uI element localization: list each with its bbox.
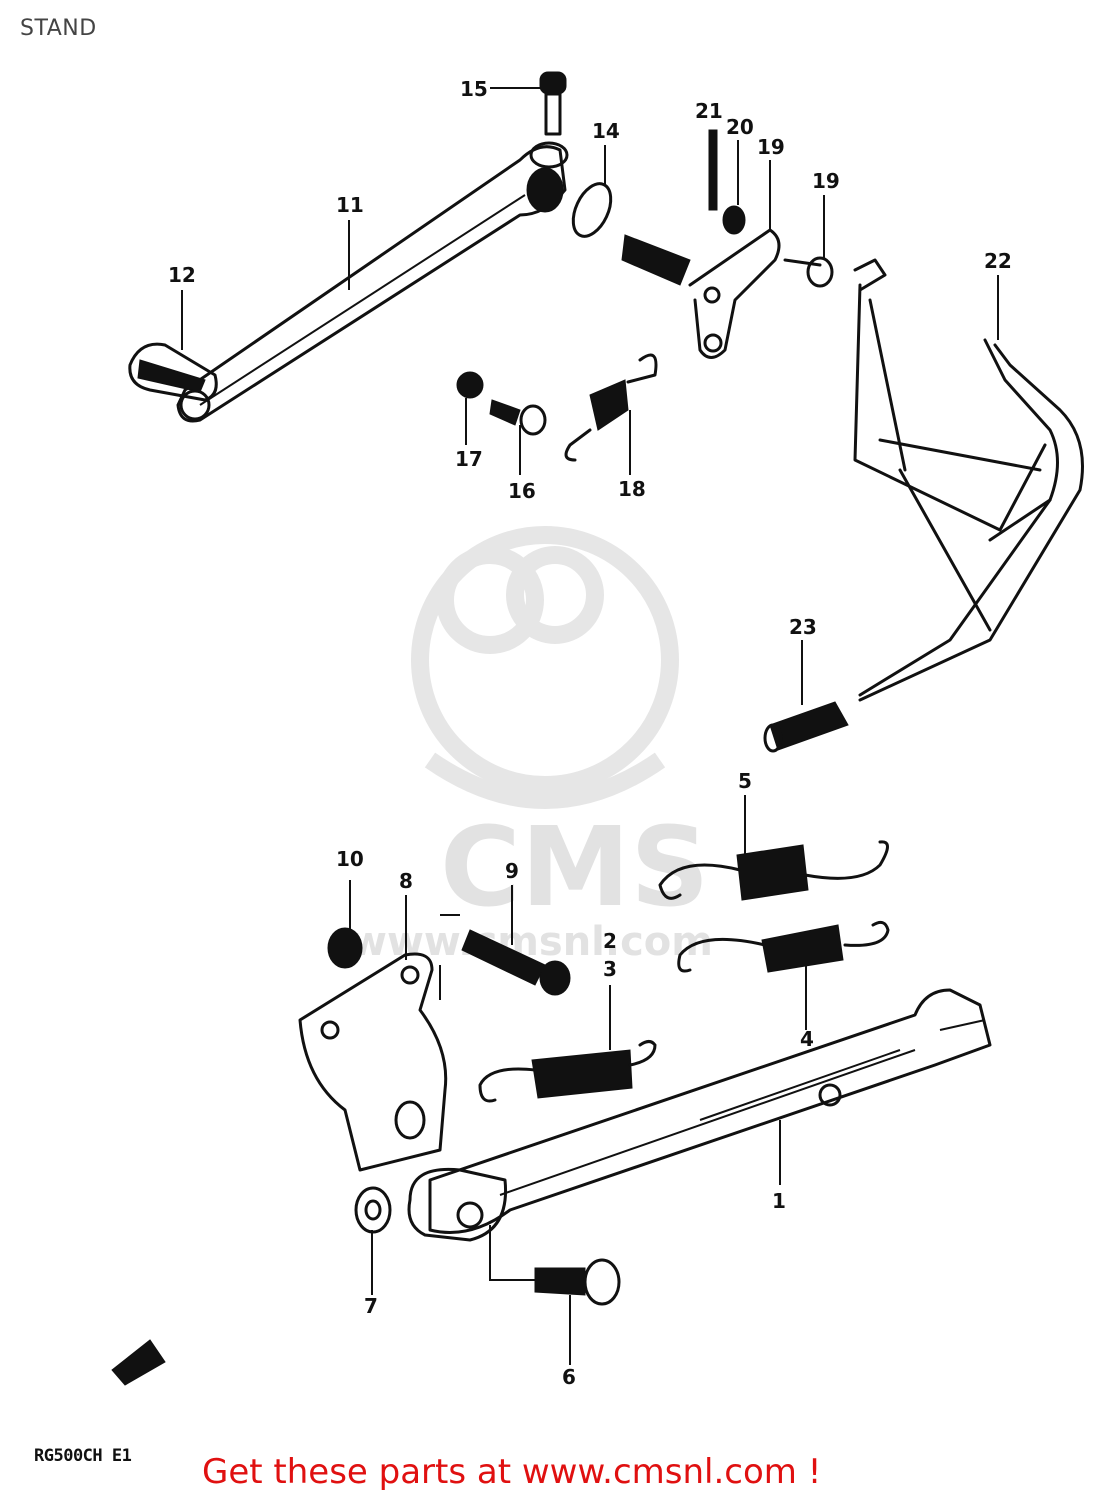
pivot-bolt [489, 1225, 621, 1306]
bracket-nut [327, 927, 363, 969]
watermark-url: www.cmsnl.com [350, 919, 713, 965]
watermark-brand: CMS [440, 803, 709, 931]
model-code: RG500CH E1 [34, 1446, 132, 1466]
leader-lines [181, 87, 999, 1365]
part-label-12: 12 [168, 263, 196, 287]
stand-pivot-end [407, 1167, 508, 1242]
watermark-logo: CMS www.cmsnl.com [350, 526, 713, 965]
cotter-pin [708, 129, 746, 235]
leader-line-bolt [439, 914, 460, 1000]
side-stand-leg [428, 988, 992, 1234]
part-label-3: 3 [603, 957, 617, 981]
side-stand-spring-inner [677, 920, 890, 973]
part-label-9: 9 [505, 859, 519, 883]
part-label-17: 17 [455, 447, 483, 471]
part-label-15: 15 [460, 77, 488, 101]
parts-shop-link[interactable]: Get these parts at www.cmsnl.com ! [202, 1452, 822, 1492]
pedal-pivot-shaft [621, 228, 781, 359]
part-label-22: 22 [984, 249, 1012, 273]
part-label-7: 7 [364, 1294, 378, 1318]
part-label-20: 20 [726, 115, 754, 139]
spare-rubber-piece [111, 1339, 166, 1386]
part-label-1: 1 [772, 1189, 786, 1213]
part-labels: 1 2 3 4 5 6 7 8 9 10 11 12 14 15 16 17 1… [168, 77, 1012, 1389]
part-label-4: 4 [800, 1027, 814, 1051]
part-label-10: 10 [336, 847, 364, 871]
part-label-2: 2 [603, 929, 617, 953]
part-label-5: 5 [738, 769, 752, 793]
part-label-21: 21 [695, 99, 723, 123]
brake-pedal-lever [176, 141, 569, 423]
part-label-18: 18 [618, 477, 646, 501]
pedal-rubber [128, 342, 218, 402]
cap-nut [456, 371, 484, 399]
pivot-nut [354, 1186, 392, 1234]
side-stand-spring-small [478, 1040, 657, 1103]
part-label-19a: 19 [757, 135, 785, 159]
part-label-19b: 19 [812, 169, 840, 193]
side-stand-spring-outer [658, 840, 889, 901]
part-label-11: 11 [336, 193, 364, 217]
stand-foot-rubber [763, 701, 849, 753]
centre-stand-frame [853, 258, 1084, 702]
clevis-pin [783, 256, 834, 288]
side-stand-bracket [298, 952, 448, 1172]
page-title: STAND [20, 16, 97, 41]
part-label-8: 8 [399, 869, 413, 893]
bracket-bolt [461, 929, 571, 996]
pedal-bolt [539, 71, 567, 136]
part-label-23: 23 [789, 615, 817, 639]
part-label-14: 14 [592, 119, 620, 143]
spring-pin [489, 399, 547, 436]
part-label-16: 16 [508, 479, 536, 503]
return-spring [564, 353, 658, 462]
o-ring [571, 182, 613, 238]
part-label-6: 6 [562, 1365, 576, 1389]
